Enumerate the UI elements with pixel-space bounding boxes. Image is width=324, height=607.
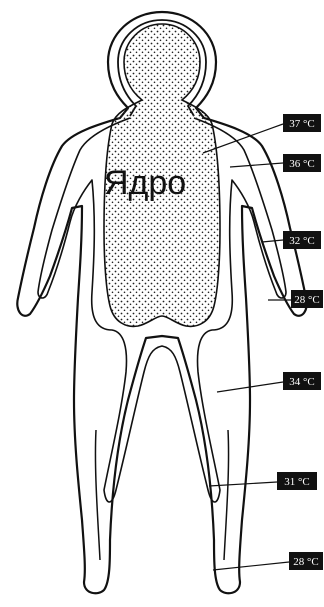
temp-label-t37-text: 37 °C	[289, 118, 315, 130]
temp-label-t36-text: 36 °C	[289, 158, 315, 170]
temp-label-t28b: 28 °C	[289, 552, 323, 570]
lower-leg-contour	[95, 430, 228, 560]
temp-label-t36: 36 °C	[283, 154, 321, 172]
core-label: Ядро	[104, 164, 186, 202]
temp-label-t31: 31 °C	[277, 472, 317, 490]
temp-label-t32-text: 32 °C	[289, 235, 315, 247]
temp-label-t28a: 28 °C	[291, 290, 323, 308]
leader-line-t36	[230, 163, 283, 167]
temp-label-t31-text: 31 °C	[284, 476, 310, 488]
leader-line-t28b	[213, 562, 289, 570]
temp-label-t34-text: 34 °C	[289, 376, 315, 388]
temp-label-t34: 34 °C	[283, 372, 321, 390]
temp-label-t37: 37 °C	[283, 114, 321, 132]
temp-label-t28b-text: 28 °C	[293, 556, 319, 568]
leader-line-t32	[262, 240, 283, 242]
temp-label-t28a-text: 28 °C	[294, 294, 320, 306]
temp-label-t32: 32 °C	[283, 231, 321, 249]
